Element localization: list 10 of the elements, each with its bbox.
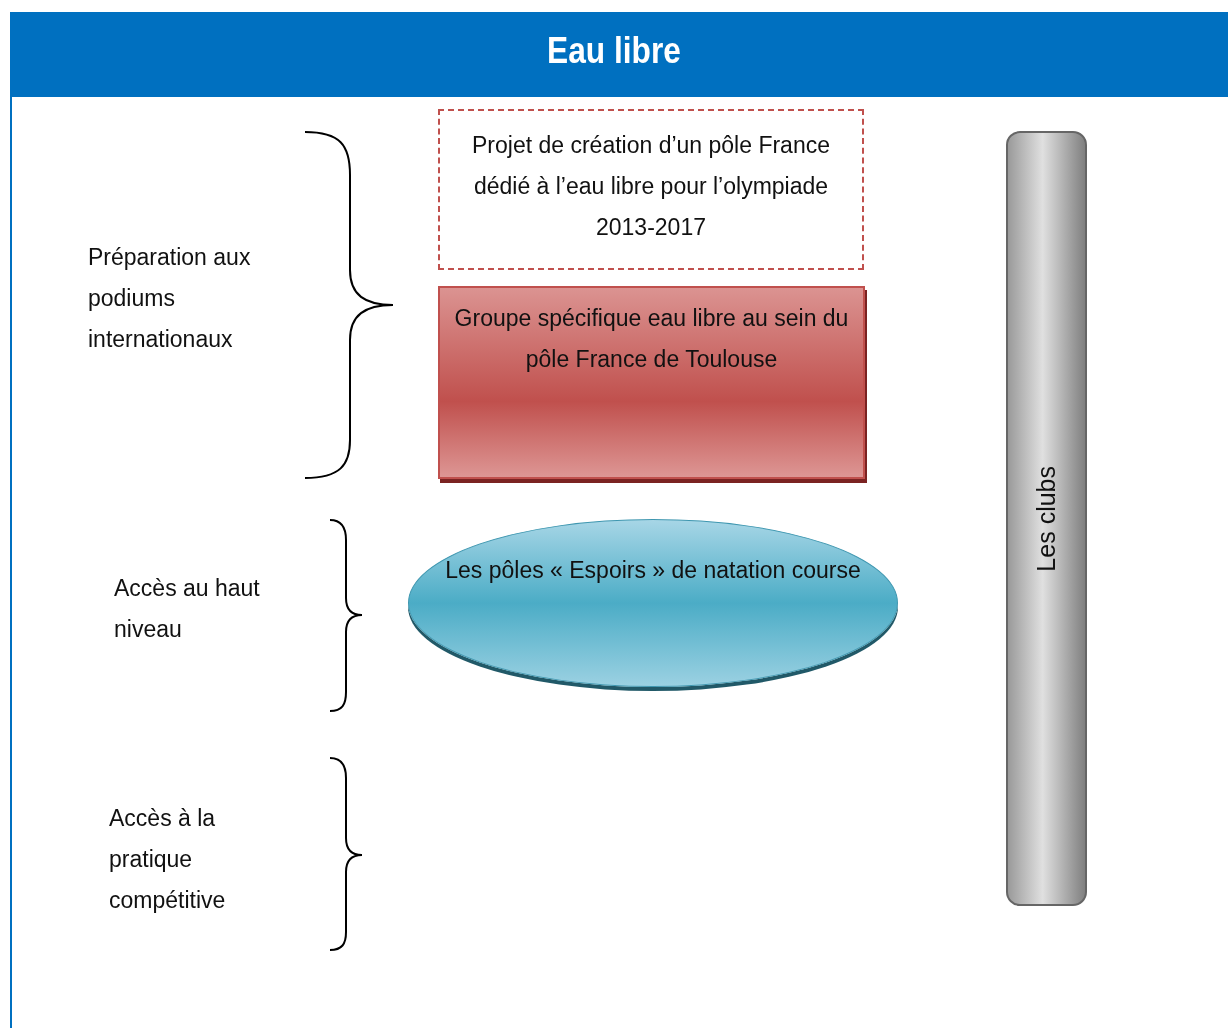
- dashed-box: [438, 109, 864, 270]
- node-text: Les pôles « Espoirs » de natation course: [444, 556, 862, 585]
- node-text: Projet de création d’un pôle France dédié à l’eau libre pour l’olympiade 2013-2017: [471, 131, 831, 242]
- level-label: Accès au haut niveau: [114, 574, 261, 644]
- title: Eau libre: [547, 30, 681, 72]
- node-text: Les clubs: [1031, 465, 1061, 572]
- level-label: Préparation aux podiums internationaux: [88, 243, 252, 354]
- node-text: Groupe spécifique eau libre au sein du pôle France de Toulouse: [453, 304, 850, 374]
- vertical-bar: [1006, 131, 1087, 906]
- level-label: Accès à la pratique compétitive: [109, 804, 227, 915]
